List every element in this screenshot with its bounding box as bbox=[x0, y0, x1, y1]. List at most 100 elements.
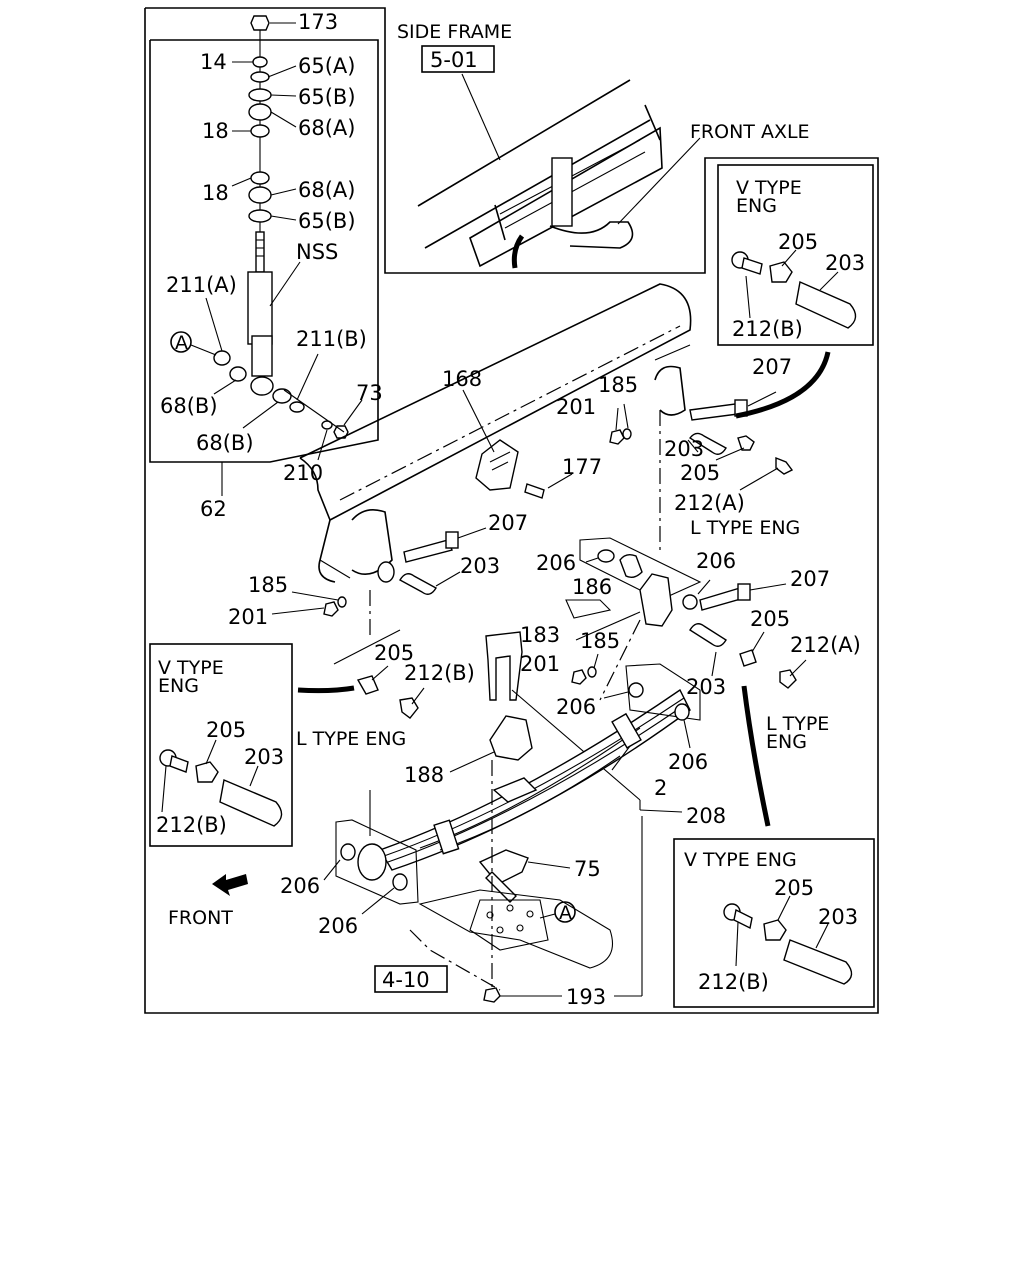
nut-173 bbox=[250, 15, 296, 31]
pin-203-upper bbox=[688, 432, 727, 455]
label-201-right: 201 bbox=[520, 652, 560, 676]
washer-206-upper-left bbox=[597, 549, 615, 563]
washer-206-rear-right bbox=[674, 703, 690, 721]
label-side-frame-ref: 5-01 bbox=[430, 48, 478, 72]
bolt-207-left bbox=[403, 539, 453, 563]
spring-pad-188 bbox=[449, 715, 533, 773]
label-207-upper: 207 bbox=[752, 355, 792, 379]
label-callout-a-bottom: A bbox=[559, 902, 572, 924]
rear-hanger-hardware bbox=[609, 351, 831, 550]
washer-185-left bbox=[337, 596, 347, 608]
label-212a-right: 212(A) bbox=[790, 633, 861, 657]
u-bolt-208 bbox=[485, 631, 683, 813]
label-201-left: 201 bbox=[228, 605, 268, 629]
label-18-lower: 18 bbox=[202, 181, 229, 205]
label-68b-right: 68(B) bbox=[196, 431, 254, 455]
fitting-212b-left bbox=[399, 697, 419, 719]
label-208: 208 bbox=[686, 804, 726, 828]
overview-shock bbox=[551, 157, 573, 227]
chassis-frame-rail bbox=[299, 283, 692, 583]
label-185-right: 185 bbox=[580, 629, 620, 653]
washer-206-rear-left bbox=[628, 682, 644, 698]
label-193: 193 bbox=[566, 985, 606, 1009]
washer-206-lower-right bbox=[392, 873, 408, 891]
label-206-rear-left: 206 bbox=[556, 695, 596, 719]
inset-upper-right-parts bbox=[731, 249, 857, 329]
bushing-68a-lower bbox=[248, 186, 272, 204]
label-l-type-eng-upper: L TYPE ENG bbox=[690, 517, 800, 539]
label-inset2-eng: ENG bbox=[158, 675, 199, 697]
label-75: 75 bbox=[574, 857, 601, 881]
washer-65b-lower bbox=[248, 209, 272, 223]
diagram-borders bbox=[144, 7, 879, 1014]
label-73: 73 bbox=[356, 381, 383, 405]
label-201-upper: 201 bbox=[556, 395, 596, 419]
washer-185-right bbox=[587, 666, 597, 678]
label-side-frame: SIDE FRAME bbox=[397, 21, 512, 43]
nut-14 bbox=[252, 56, 268, 68]
label-206-lower-left: 206 bbox=[280, 874, 320, 898]
label-inset1-203: 203 bbox=[825, 251, 865, 275]
label-211b: 211(B) bbox=[296, 327, 367, 351]
label-68a-upper: 68(A) bbox=[298, 116, 355, 140]
axle-ref-box bbox=[374, 965, 448, 993]
label-65b-upper: 65(B) bbox=[298, 85, 356, 109]
label-212b-left: 212(B) bbox=[404, 661, 475, 685]
label-14: 14 bbox=[200, 50, 227, 74]
pin-203-left bbox=[399, 573, 437, 595]
label-axle-ref: 4-10 bbox=[382, 968, 430, 992]
label-inset3-203: 203 bbox=[818, 905, 858, 929]
label-168: 168 bbox=[442, 367, 482, 391]
callout-a-top bbox=[170, 331, 192, 353]
washer-211b bbox=[289, 401, 305, 413]
label-186: 186 bbox=[572, 575, 612, 599]
label-205-left: 205 bbox=[374, 641, 414, 665]
leaf-spring-2 bbox=[323, 663, 701, 915]
label-203-upper: 203 bbox=[664, 437, 704, 461]
label-2: 2 bbox=[654, 776, 667, 800]
bracket-168 bbox=[462, 389, 573, 499]
label-185-left: 185 bbox=[248, 573, 288, 597]
label-65b-lower: 65(B) bbox=[298, 209, 356, 233]
label-inset3-v-type-eng: V TYPE ENG bbox=[684, 849, 797, 871]
label-l-type-right: L TYPE bbox=[766, 713, 829, 735]
label-185-upper: 185 bbox=[598, 373, 638, 397]
label-inset1-212b: 212(B) bbox=[732, 317, 803, 341]
bushing-68a-upper bbox=[248, 103, 272, 121]
nut-201-left bbox=[323, 601, 339, 617]
callout-a-bottom bbox=[554, 901, 576, 923]
axle-seat-and-clamp bbox=[369, 760, 643, 1003]
washer-206-lower-left bbox=[340, 843, 356, 861]
fitting-205-upper bbox=[737, 435, 755, 451]
side-frame-ref-box bbox=[421, 45, 495, 73]
bushing-68b-right bbox=[272, 388, 292, 404]
shackle-eye-left bbox=[377, 561, 395, 583]
nut-73 bbox=[333, 425, 349, 439]
bushing-18-lower bbox=[250, 171, 270, 185]
front-direction-arrow bbox=[212, 874, 248, 896]
shackle-assembly bbox=[565, 537, 807, 827]
side-frame-overview bbox=[417, 45, 701, 269]
label-188: 188 bbox=[404, 763, 444, 787]
upper-right-pointer bbox=[735, 351, 831, 419]
label-210: 210 bbox=[283, 461, 323, 485]
label-eng-right: ENG bbox=[766, 731, 807, 753]
label-211a: 211(A) bbox=[166, 273, 237, 297]
fitting-205-right bbox=[739, 649, 757, 667]
label-68a-lower: 68(A) bbox=[298, 178, 355, 202]
label-callout-a-top: A bbox=[175, 332, 188, 354]
label-inset2-205: 205 bbox=[206, 718, 246, 742]
label-173: 173 bbox=[298, 10, 338, 34]
front-hanger-hardware bbox=[271, 527, 487, 719]
washer-65a bbox=[250, 71, 270, 83]
lower-right-pointer bbox=[741, 685, 771, 827]
inset-left-parts bbox=[159, 739, 283, 827]
label-inset1-205: 205 bbox=[778, 230, 818, 254]
fitting-212a-upper bbox=[775, 456, 794, 475]
label-inset3-205: 205 bbox=[774, 876, 814, 900]
left-inset-pointer bbox=[297, 685, 355, 694]
label-206-upper-right: 206 bbox=[696, 549, 736, 573]
bolt-207-upper bbox=[689, 403, 739, 421]
label-207-right: 207 bbox=[790, 567, 830, 591]
label-inset3-212b: 212(B) bbox=[698, 970, 769, 994]
